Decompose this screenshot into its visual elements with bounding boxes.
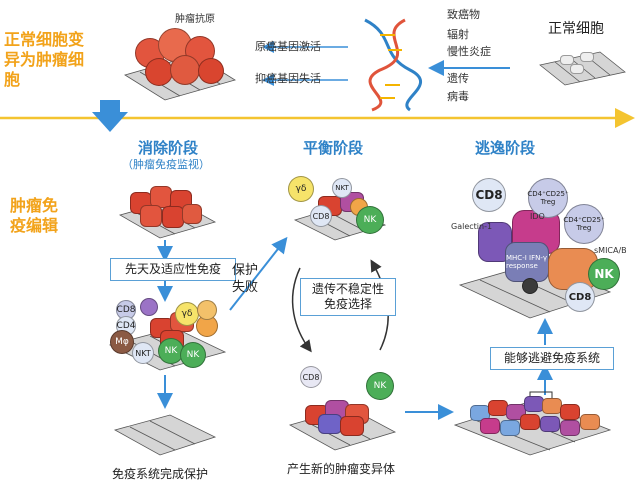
side-title-immunoediting: 肿瘤免疫编辑	[10, 196, 59, 235]
genetic-instability-box: 遗传不稳定性免疫选择	[300, 278, 396, 316]
stage-elimination-subtitle: （肿瘤免疫监视）	[122, 158, 210, 171]
normal-cell-label: 正常细胞	[548, 21, 604, 37]
carcinogen-label: 致癌物	[447, 8, 480, 21]
radiation-label: 辐射	[447, 28, 469, 41]
nk-cell-3: NK	[356, 206, 384, 234]
galectin-label: Galectin-1	[451, 222, 493, 231]
tumor-antigen-label: 肿瘤抗原	[175, 14, 215, 25]
cd8-cell-2: CD8	[310, 205, 332, 227]
innate-adaptive-box: 先天及适应性免疫	[110, 258, 236, 281]
cd8-cell-5: CD8	[565, 282, 595, 312]
mhc-label: MHC-I IFN-γ response	[505, 242, 549, 282]
down-arrow	[92, 100, 128, 132]
nk-cell-2: NK	[180, 342, 206, 368]
dna-helix-icon	[364, 18, 422, 112]
oncogene-activation-label: 原癌基因激活	[255, 40, 321, 53]
stage-elimination-title: 消除阶段	[138, 139, 199, 157]
immune-protection-label: 免疫系统完成保护	[112, 467, 209, 481]
side-title-normal-to-tumor: 正常细胞变异为肿瘤细胞	[4, 30, 85, 89]
cd8-cell-4: CD8	[472, 178, 506, 212]
ido-label: IDO	[530, 212, 545, 221]
nk-cell-4: NK	[366, 372, 394, 400]
nk-cell-1: NK	[158, 338, 184, 364]
virus-label: 病毒	[447, 90, 469, 103]
suppressor-inactivation-label: 抑癌基因失活	[255, 72, 321, 85]
nkt-cell-2: NKT	[332, 178, 352, 198]
cycle-arrow-down	[291, 267, 312, 353]
new-variants-label: 产生新的肿瘤变异体	[287, 462, 396, 476]
nkt-cell: NKT	[132, 342, 154, 364]
stage-escape-title: 逃逸阶段	[475, 139, 536, 157]
cd8-cell-3: CD8	[300, 366, 322, 388]
treg-cell-2: CD4⁺CD25⁺ Treg	[563, 204, 605, 244]
gd-cell-2: γδ	[288, 176, 314, 202]
arrow-protect-fail	[229, 236, 288, 311]
treg-cell-1: CD4⁺CD25⁺ Treg	[527, 178, 569, 218]
tissue-grid-elim3	[113, 414, 217, 456]
escape-ability-box: 能够逃避免疫系统	[490, 347, 614, 370]
inflammation-label: 慢性炎症	[447, 45, 491, 58]
macrophage-cell: Mφ	[110, 330, 134, 354]
protect-fail-label: 保护失败	[232, 263, 259, 295]
smica-label: sMICA/B	[594, 246, 627, 255]
gd-cell-1: γδ	[175, 302, 199, 326]
stage-equilibrium-title: 平衡阶段	[303, 139, 364, 157]
nk-cell-5: NK	[588, 258, 620, 290]
genetics-label: 遗传	[447, 72, 469, 85]
